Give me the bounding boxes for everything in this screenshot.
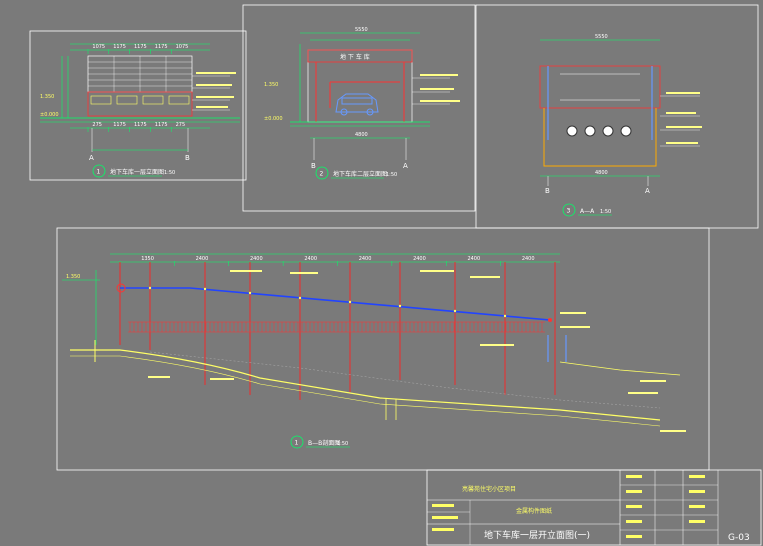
view-4-top-dim-4: 2400 (359, 256, 372, 262)
view-3-caption: A—A (580, 208, 595, 215)
view-2-bottom-dim: 4800 (355, 132, 368, 138)
view-4-top-dim-3: 2400 (304, 256, 317, 262)
view-2-top-dim: 5550 (355, 27, 368, 33)
view-4-top-dim-2: 2400 (250, 256, 263, 262)
view-3-section: 5550 4800 B A 3 A—A 1:50 (475, 4, 759, 229)
view-1-grid-right: B (185, 154, 190, 162)
view-2-level-right: ±0.000 (264, 116, 283, 122)
view-4-top-dim-1: 2400 (196, 256, 209, 262)
view-2-scale: 1:50 (386, 172, 397, 178)
view-1-bottom-dim-4: 275 (176, 122, 186, 128)
view-1-scale: 1:50 (164, 170, 175, 176)
view-3-grid-right: A (645, 187, 650, 195)
view-1-bottom-dim-1: 1175 (113, 122, 126, 128)
view-4-level-left: 1.350 (66, 274, 80, 280)
view-1-top-dim-4: 1075 (176, 44, 189, 50)
view-2-grid-left: B (311, 162, 316, 170)
view-1-bottom-dim-0: 275 (92, 122, 102, 128)
view-3-scale: 1:50 (600, 209, 611, 215)
view-4-top-dim-7: 2400 (522, 256, 535, 262)
view-4-ramp-section: 1350 2400 2400 2400 2400 2400 2400 2400 (56, 227, 710, 471)
view-1-level-left: 1.350 (40, 94, 54, 100)
view-3-badge: 3 (567, 208, 571, 215)
view-2-badge: 2 (320, 171, 324, 178)
title-block-sheet-group: 金属构件图纸 (516, 507, 552, 515)
view-4-top-dim-5: 2400 (413, 256, 426, 262)
view-1-bottom-dim-3: 1175 (155, 122, 168, 128)
title-block-drawing-title: 地下车库一层开立面图(一) (484, 529, 590, 541)
view-4-caption: B—B剖面图 (308, 439, 340, 447)
title-block-project: 亮馨苑住宅小区项目 (462, 485, 516, 493)
view-1-bottom-dim-2: 1175 (134, 122, 147, 128)
title-block: 亮馨苑住宅小区项目 金属构件图纸 地下车库一层开立面图(一) G-03 (426, 469, 762, 546)
view-2-elevation: 5550 地 下 车 库 4800 1.350 ±0.000 B A 2 地下车… (242, 4, 476, 212)
view-1-top-dimensions: 1075 1175 1175 1175 1075 (87, 44, 189, 54)
view-1-grid-left: A (89, 154, 94, 162)
view-1-top-dim-1: 1175 (113, 44, 126, 50)
view-1-top-dim-0: 1075 (92, 44, 105, 50)
view-4-top-dim-6: 2400 (467, 256, 480, 262)
view-3-grid-left: B (545, 187, 550, 195)
title-block-sheet-number: G-03 (728, 533, 750, 543)
view-1-top-dim-3: 1175 (155, 44, 168, 50)
view-1-level-right: ±0.000 (40, 112, 59, 118)
view-4-top-dimensions: 1350 2400 2400 2400 2400 2400 2400 2400 (119, 256, 535, 266)
view-2-caption: 地下车库二层立面图 (333, 170, 387, 178)
view-1-top-dim-2: 1175 (134, 44, 147, 50)
view-1-caption: 地下车库一层立面图 (110, 168, 164, 176)
view-3-bottom-dim: 4800 (595, 170, 608, 176)
view-2-grid-right: A (403, 162, 408, 170)
view-2-signage: 地 下 车 库 (340, 53, 370, 61)
view-4-top-dim-0: 1350 (141, 256, 154, 262)
view-4-scale: 1:50 (337, 441, 348, 447)
view-1-badge: 1 (97, 169, 101, 176)
view-1-bottom-dimensions: 275 1175 1175 1175 275 (87, 122, 186, 132)
view-3-top-dim: 5550 (595, 34, 608, 40)
view-4-badge: 1 (295, 440, 299, 447)
view-2-level-left: 1.350 (264, 82, 278, 88)
